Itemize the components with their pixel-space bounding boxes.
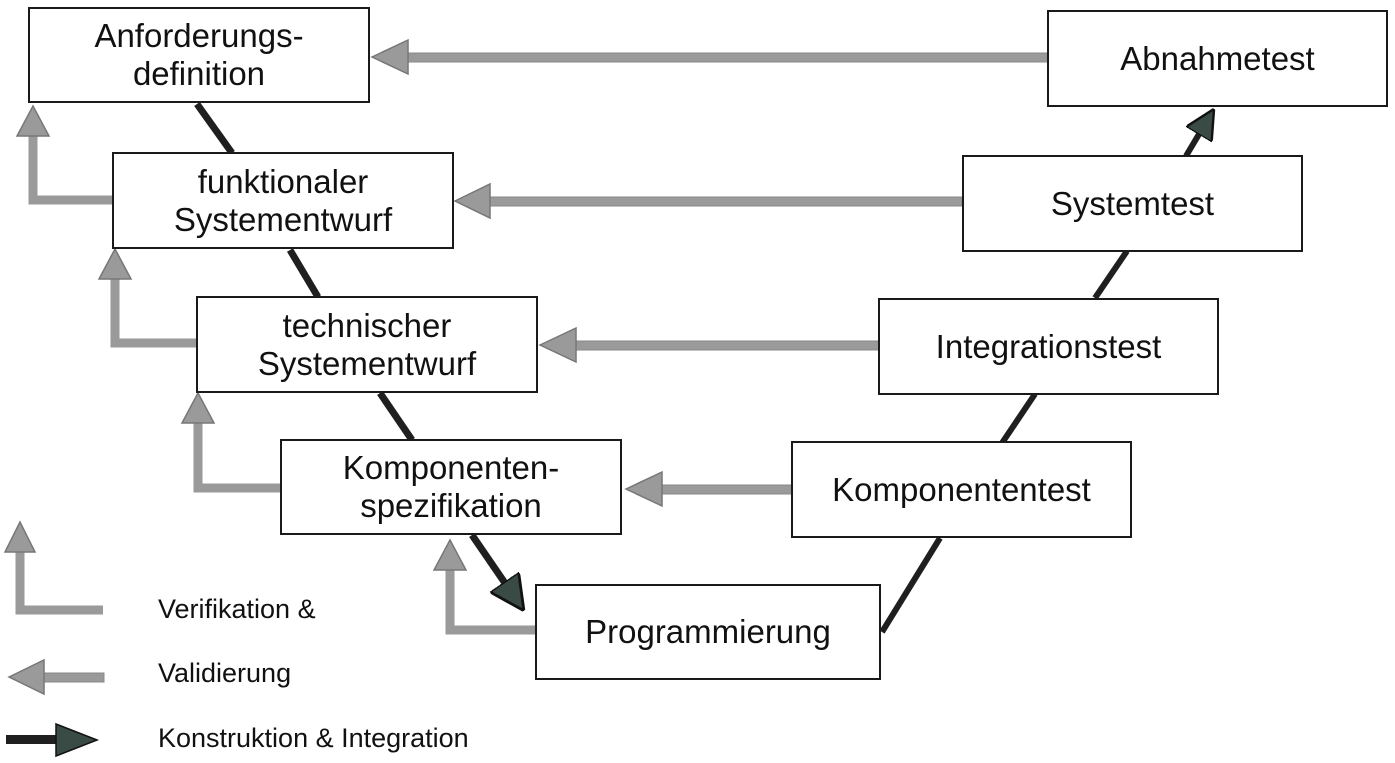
construction-line-anf-fun: [194, 101, 235, 156]
construction-arrow-kom-prog: [469, 533, 520, 605]
verification-arrow-tec-fun: [97, 247, 196, 348]
legend-verification-label: Verifikation &: [158, 594, 316, 624]
box-line: Systementwurf: [257, 344, 477, 382]
box-anforderungsdefinition: Anforderungs- definition: [28, 7, 370, 103]
integration-arrow-systest-abnahme: [1183, 114, 1211, 158]
box-line: Integrationstest: [935, 327, 1162, 365]
legend-construction-icon: [6, 722, 100, 758]
box-abnahmetest: Abnahmetest: [1047, 10, 1388, 107]
validation-arrow-abnahme: [370, 38, 1049, 76]
box-systemtest: Systemtest: [962, 155, 1303, 252]
box-line: Komponenten-: [342, 449, 560, 487]
box-line: Systemtest: [1050, 184, 1215, 222]
box-komponentenspezifikation: Komponenten- spezifikation: [280, 439, 622, 535]
box-komponententest: Komponententest: [791, 441, 1132, 538]
box-line: technischer: [282, 306, 452, 344]
validation-arrow-systemtest: [453, 182, 963, 220]
box-funktionaler-systementwurf: funktionaler Systementwurf: [112, 152, 454, 249]
box-line: Anforderungs-: [94, 17, 304, 55]
validation-arrow-komponententest: [624, 470, 793, 508]
integration-line-inttest-systest: [1092, 249, 1130, 300]
box-programmierung: Programmierung: [535, 584, 881, 680]
validation-arrow-integrationstest: [538, 326, 881, 364]
box-technischer-systementwurf: technischer Systementwurf: [196, 296, 538, 393]
box-line: spezifikation: [360, 487, 542, 524]
box-line: definition: [132, 55, 266, 92]
integration-line-komtest-inttest: [999, 392, 1038, 445]
box-integrationstest: Integrationstest: [878, 298, 1219, 395]
legend-verification-icon: [3, 520, 103, 615]
integration-line-prog-komtest: [879, 536, 943, 634]
construction-line-fun-tec: [286, 248, 322, 299]
verification-arrow-kom-tec: [180, 391, 280, 493]
box-line: Programmierung: [585, 613, 831, 651]
box-line: Abnahmetest: [1120, 39, 1315, 77]
box-line: funktionaler: [197, 162, 369, 200]
box-line: Komponententest: [832, 470, 1091, 508]
box-line: Systementwurf: [173, 200, 393, 238]
verification-arrow-fun-anf: [15, 104, 112, 205]
verification-arrow-prog-kom: [432, 538, 535, 635]
legend-validation-icon: [7, 658, 105, 696]
legend-validation-label: Validierung: [158, 658, 292, 688]
legend-construction-label: Konstruktion & Integration: [158, 723, 469, 753]
construction-line-tec-kom: [377, 391, 415, 442]
